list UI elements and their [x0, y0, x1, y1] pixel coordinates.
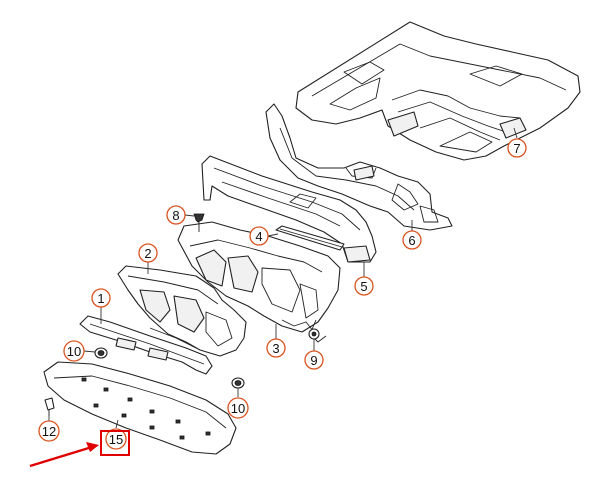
part-lower-trim-strip: [79, 315, 213, 375]
part-push-pin-9: [308, 328, 320, 340]
callout-15-highlighted: 15: [100, 428, 130, 456]
part-dash-silencer: [177, 221, 341, 343]
callout-8: 8: [166, 205, 186, 225]
callout-label: 5: [360, 279, 367, 294]
part-cowl-panel: [265, 103, 453, 231]
callout-6: 6: [402, 230, 422, 250]
callout-3: 3: [266, 338, 286, 358]
callout-7: 7: [507, 138, 527, 158]
callout-label: 15: [109, 432, 123, 447]
callout-4: 4: [249, 226, 269, 246]
part-seal-strip: [275, 225, 345, 251]
part-lower-insulator-panel: [43, 361, 237, 455]
callout-label: 4: [255, 229, 262, 244]
callout-2: 2: [138, 243, 158, 263]
red-pointer-arrow: [29, 442, 99, 468]
callout-label: 10: [67, 344, 81, 359]
callout-label: 1: [97, 291, 104, 306]
part-plenum-bar: [201, 155, 377, 263]
panel-fastener-holes: [81, 377, 211, 440]
part-clip-8: [193, 213, 205, 232]
callout-label: 12: [42, 424, 56, 439]
callout-10a: 10: [63, 340, 85, 362]
callout-label: 6: [408, 233, 415, 248]
callout-9: 9: [304, 350, 324, 370]
part-grommet-10b: [231, 377, 245, 389]
part-floor-carpet: [295, 21, 581, 161]
part-inner-insulator: [117, 265, 247, 357]
callout-label: 8: [172, 208, 179, 223]
part-clip-12: [44, 397, 55, 416]
callout-5: 5: [354, 276, 374, 296]
callout-label: 3: [272, 341, 279, 356]
callout-10b: 10: [227, 397, 249, 419]
callout-label: 2: [144, 246, 151, 261]
callout-label: 9: [310, 353, 317, 368]
highlight-box: [100, 430, 130, 456]
callout-label: 10: [231, 401, 245, 416]
part-grommet-10a: [94, 347, 108, 359]
callout-1: 1: [91, 288, 111, 308]
callout-label: 7: [513, 141, 520, 156]
leader-lines: [48, 127, 518, 429]
callout-12: 12: [38, 420, 60, 442]
